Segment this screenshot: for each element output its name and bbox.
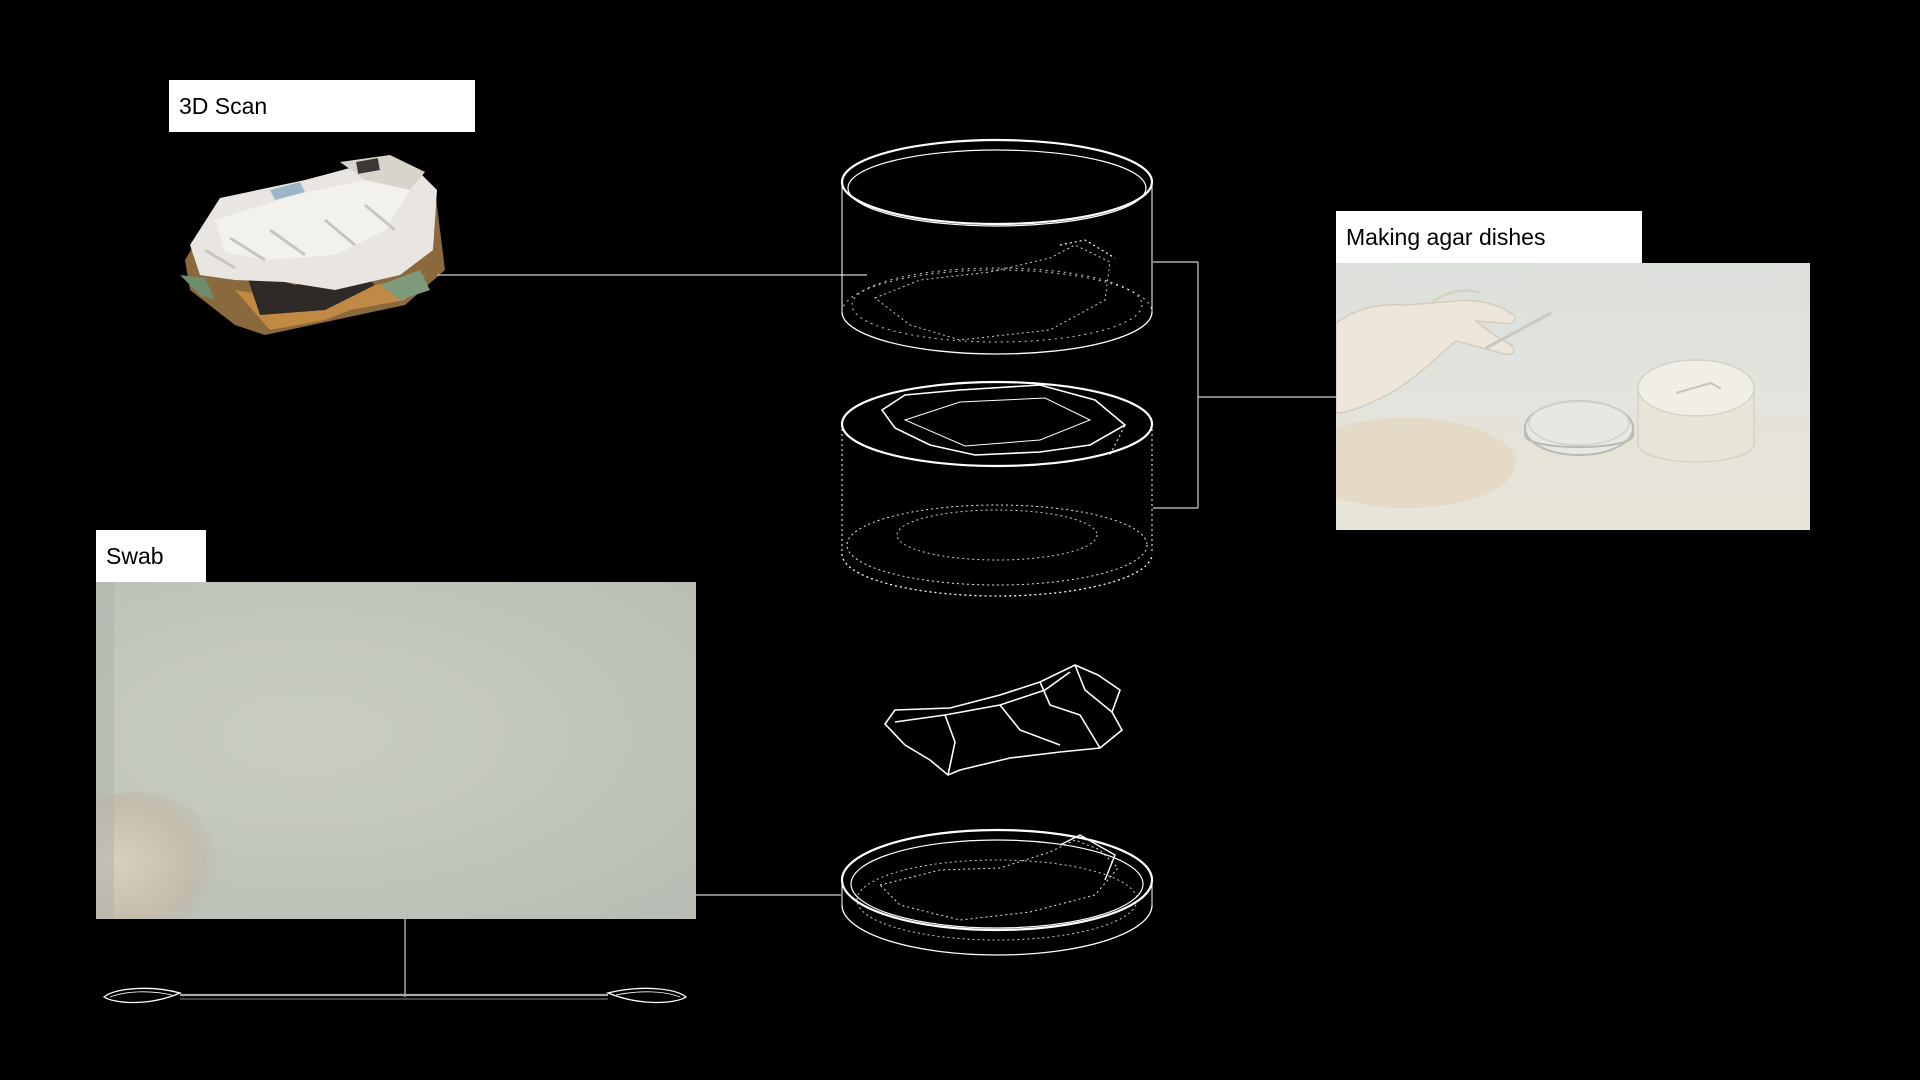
scan-label: 3D Scan	[169, 80, 475, 132]
connector-lines	[404, 261, 1336, 997]
agar-dishes-photo	[1336, 263, 1810, 530]
agar-label: Making agar dishes	[1336, 211, 1642, 263]
wireframe-petri-dish-icon	[840, 828, 1154, 956]
swab-video-frame	[96, 582, 696, 919]
bed-3d-scan-image	[175, 150, 455, 340]
wireframe-crumpled-sheet-icon	[883, 664, 1124, 776]
wireframe-dish-with-sheet-icon	[840, 138, 1154, 355]
swab-label: Swab	[96, 530, 206, 582]
wireframe-dish-with-sheet-icon	[840, 380, 1154, 597]
cotton-swab-icon	[102, 987, 688, 1004]
